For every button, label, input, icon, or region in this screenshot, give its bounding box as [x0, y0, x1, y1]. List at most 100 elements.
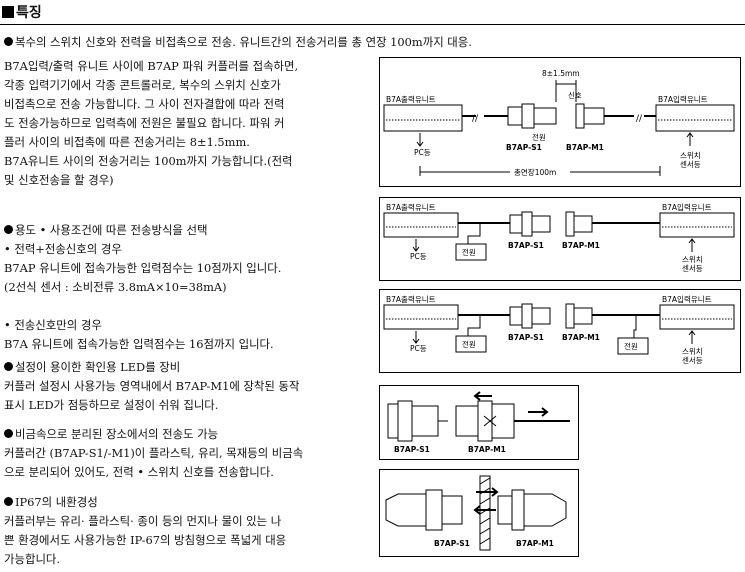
feature-3-heading: 설정이 용이한 확인용 LED를 장비	[4, 358, 180, 377]
input-unit-label: B7A입력유니트	[662, 295, 712, 304]
power-wire	[467, 223, 481, 244]
output-unit-box	[383, 104, 463, 132]
right-arrow-icon	[528, 407, 549, 417]
feature-2-body: • 전력+전송신호의 경우 B7AP 유니트에 접속가능한 입력점수는 10점까…	[4, 240, 281, 354]
coupler-s1-nut	[521, 211, 533, 237]
output-unit-box	[383, 212, 459, 238]
sensor-label: 센서등	[682, 355, 703, 365]
power-label: 전원	[532, 132, 546, 142]
gap-label: 8±1.5mm	[542, 69, 580, 78]
text-line: 가능합니다.	[4, 552, 61, 566]
coupler-m1-body	[583, 107, 605, 125]
text-line: (2선식 센서 : 소비전류 3.8mA×10=38mA)	[4, 280, 227, 294]
section-title: 특징	[2, 2, 42, 22]
output-unit-label: B7A출력유니트	[386, 94, 436, 104]
right-arrow-icon	[476, 487, 499, 497]
s1-label: B7AP-S1	[434, 539, 470, 548]
coupler-s1-nut	[425, 489, 443, 531]
bullet-icon	[4, 37, 13, 46]
coupler-s1-head	[533, 107, 557, 125]
led-indicator-icon	[483, 415, 497, 427]
feature-2-heading: 용도 • 사용조건에 따른 전송방식을 선택	[4, 221, 208, 240]
coupler-s1-flange	[387, 403, 399, 439]
feature-5-heading: IP67의 내환경성	[4, 493, 98, 512]
text-line: 커플러 설정시 사용가능 영역내에서 B7AP-M1에 장착된 동작	[4, 379, 300, 393]
coupler-s1-head	[531, 215, 551, 233]
bullet-icon	[4, 497, 13, 506]
s1-label: B7AP-S1	[508, 333, 544, 342]
coupler-m1-body	[573, 215, 593, 233]
coupler-s1-nut	[397, 400, 413, 442]
m1-label: B7AP-M1	[562, 333, 600, 342]
feature-1-heading: 복수의 스위치 신호와 전력을 비접촉으로 전송. 유니트간의 전송거리를 총 …	[4, 33, 472, 52]
power-label-b: 전원	[624, 341, 638, 351]
text-line: B7AP 유니트에 접속가능한 입력점수는 10점까지 입니다.	[4, 261, 282, 275]
text-line: 플러 사이의 비접촉에 따른 전송거리는 8±1.5mm.	[4, 135, 250, 149]
s1-label: B7AP-S1	[394, 445, 430, 454]
sensor-label: 센서등	[680, 159, 701, 169]
square-bullet-icon	[2, 6, 14, 18]
m1-label: B7AP-M1	[566, 143, 604, 152]
text-line: 도 전송가능하므로 입력측에 전원은 불필요 합니다. 파워 커	[4, 116, 285, 130]
down-arrow-icon	[412, 331, 420, 344]
coupler-s1-nut	[521, 103, 535, 129]
coupler-s1-body	[509, 214, 523, 234]
coupler-s1-head	[411, 405, 439, 437]
total-length-label: 총연장100m	[514, 167, 556, 177]
pc-label: PC등	[410, 344, 427, 353]
text-line: • 전력+전송신호의 경우	[4, 242, 122, 256]
bullet-icon	[4, 429, 13, 438]
output-unit-box	[383, 304, 459, 330]
bullet-icon	[4, 362, 13, 371]
power-label: 전원	[462, 247, 476, 257]
text-line: 및 신호전송을 할 경우)	[4, 173, 114, 187]
switch-label: 스위치	[682, 347, 703, 356]
feature-4-heading: 비금속으로 분리된 장소에서의 전송도 가능	[4, 425, 218, 444]
text-line: 커플러간 (B7AP-S1/-M1)이 플라스틱, 유리, 목재등의 비금속	[4, 446, 304, 460]
text-line: 쁜 환경에서도 사용가능한 IP-67의 방침형으로 폭넓게 대응	[4, 533, 287, 547]
power-wire	[467, 315, 481, 336]
input-unit-box	[655, 104, 735, 132]
up-arrow-icon	[688, 238, 696, 252]
power-label-a: 전원	[462, 339, 476, 349]
section-title-text: 특징	[16, 5, 42, 21]
signal-label: 신호	[568, 91, 582, 100]
coupler-m1-body	[523, 493, 567, 527]
left-arrow-icon	[473, 391, 492, 401]
title-divider	[0, 24, 745, 25]
up-arrow-icon	[688, 330, 696, 344]
coupler-m1-head	[497, 495, 513, 525]
diagram-power-and-signal: B7A출력유니트 PC등 전원 B7AP-S1 B7AP-M1 B7A입력유니트…	[379, 197, 741, 281]
s1-label: B7AP-S1	[508, 241, 544, 250]
s1-label: B7AP-S1	[506, 143, 542, 152]
text-line: B7A 유니트에 접속가능한 입력점수는 16점까지 입니다.	[4, 337, 274, 351]
cable-break-icon: //	[472, 114, 479, 124]
cable-break-icon: //	[636, 114, 643, 124]
pc-label: PC등	[410, 252, 427, 261]
output-unit-label: B7A출력유니트	[386, 294, 436, 304]
feature-5-body: 커플러부는 유리· 플라스틱· 종이 등의 먼지나 물이 있는 나 쁜 환경에서…	[4, 512, 286, 569]
coupler-s1-body	[385, 493, 427, 527]
feature-1-body: B7A입력/출력 유니트 사이에 B7AP 파워 커플러를 접속하면, 각종 입…	[4, 57, 298, 190]
coupler-m1-head	[455, 405, 479, 437]
coupler-m1-body	[573, 307, 593, 325]
diagram-led-setting: B7AP-S1 B7AP-M1	[379, 385, 579, 460]
down-arrow-icon	[416, 133, 424, 147]
text-line: B7A유니트 사이의 전송거리는 100m까지 가능합니다.(전력	[4, 154, 293, 168]
m1-label: B7AP-M1	[562, 241, 600, 250]
feature-3-body: 커플러 설정시 사용가능 영역내에서 B7AP-M1에 장착된 동작 표시 LE…	[4, 377, 299, 415]
feature-4-body: 커플러간 (B7AP-S1/-M1)이 플라스틱, 유리, 목재등의 비금속 으…	[4, 444, 303, 482]
sensor-label: 센서등	[682, 263, 703, 273]
pc-label: PC등	[414, 148, 431, 157]
left-arrow-icon	[473, 505, 496, 515]
coupler-m1-nut	[565, 211, 575, 237]
text-line: 비접촉으로 전송 가능합니다. 그 사이 전자결합에 따라 전력	[4, 97, 285, 111]
diagram-transmission-system: B7A출력유니트 // PC등 8±1.5mm 신호 전원 B7AP-S1 B7…	[379, 57, 741, 187]
text-line: B7A입력/출력 유니트 사이에 B7AP 파워 커플러를 접속하면,	[4, 59, 299, 73]
m1-label: B7AP-M1	[516, 539, 554, 548]
diagram-signal-only: B7A출력유니트 PC등 전원 B7AP-S1 B7AP-M1 전원 B7A입력…	[379, 289, 741, 373]
text-line: 표시 LED가 점등하므로 설정이 쉬워 집니다.	[4, 398, 219, 412]
diagram-nonmetal-separation: B7AP-S1 B7AP-M1	[379, 469, 579, 557]
coupler-s1-nut	[521, 303, 533, 329]
input-unit-box	[659, 304, 735, 330]
